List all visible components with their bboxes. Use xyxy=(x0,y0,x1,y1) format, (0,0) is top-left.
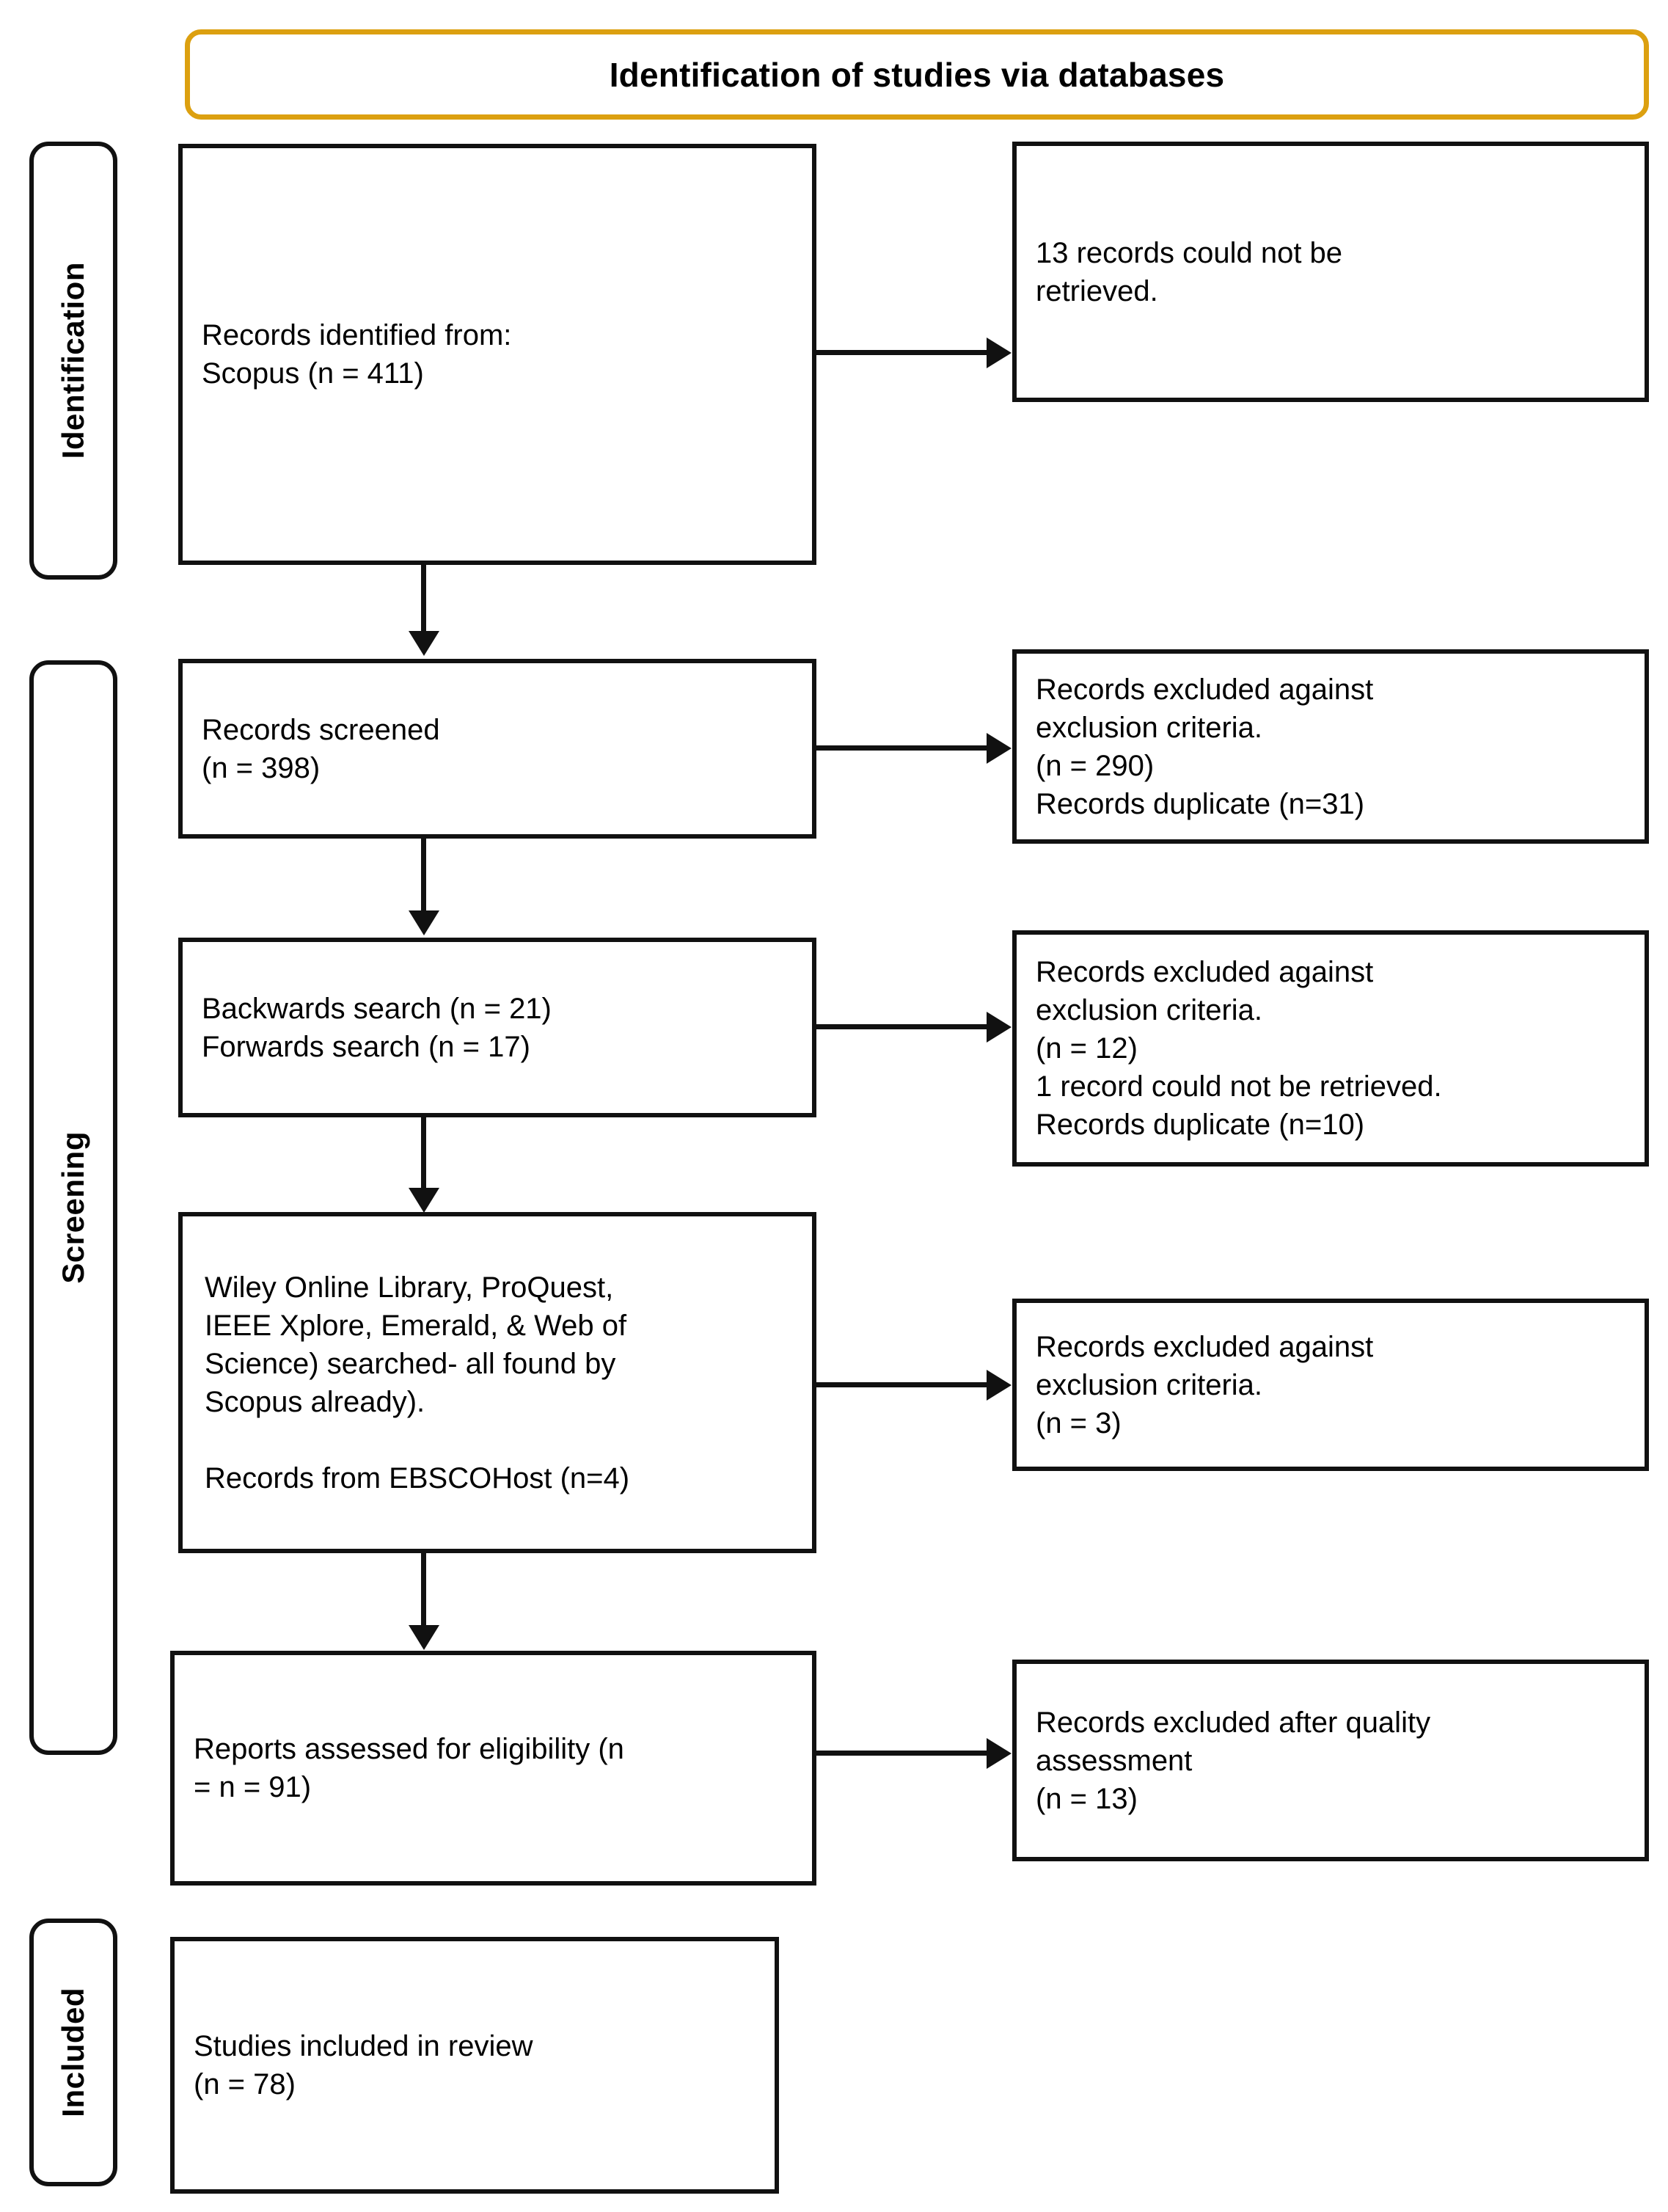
arrowhead-reports-to-quality xyxy=(987,1738,1012,1769)
box-records-identified: Records identified from: Scopus (n = 411… xyxy=(178,144,816,565)
arrowhead-other-to-excluded xyxy=(987,1370,1012,1401)
connector-line-citation-to-other xyxy=(421,1117,426,1189)
box-quality-excluded: Records excluded after quality assessmen… xyxy=(1012,1660,1649,1861)
page-title: Identification of studies via databases xyxy=(609,55,1225,94)
box-other-excluded-text: Records excluded against exclusion crite… xyxy=(1036,1330,1374,1439)
arrowhead-identified-to-notretrieved xyxy=(987,337,1012,368)
box-citation-search-text: Backwards search (n = 21) Forwards searc… xyxy=(202,992,552,1063)
connector-line-identified-to-screened xyxy=(421,565,426,632)
connector-line-screened-to-citation xyxy=(421,839,426,912)
phase-bar-screening: Screening xyxy=(29,660,117,1755)
arrowhead-other-to-reports xyxy=(409,1625,439,1650)
box-citation-excluded: Records excluded against exclusion crite… xyxy=(1012,930,1649,1167)
box-screened-excluded: Records excluded against exclusion crite… xyxy=(1012,649,1649,844)
box-quality-excluded-text: Records excluded after quality assessmen… xyxy=(1036,1706,1431,1815)
box-records-identified-text: Records identified from: Scopus (n = 411… xyxy=(202,319,512,390)
box-reports-assessed-text: Reports assessed for eligibility (n = n … xyxy=(194,1733,624,1803)
diagram-header-banner: Identification of studies via databases xyxy=(185,29,1649,120)
box-records-screened: Records screened (n = 398) xyxy=(178,659,816,839)
box-records-not-retrieved: 13 records could not be retrieved. xyxy=(1012,142,1649,402)
box-citation-search: Backwards search (n = 21) Forwards searc… xyxy=(178,938,816,1117)
box-other-databases-text: Wiley Online Library, ProQuest, IEEE Xpl… xyxy=(205,1271,630,1494)
box-records-not-retrieved-text: 13 records could not be retrieved. xyxy=(1036,236,1343,307)
box-screened-excluded-text: Records excluded against exclusion crite… xyxy=(1036,673,1374,820)
arrowhead-citation-to-excluded xyxy=(987,1012,1012,1043)
connector-line-screened-to-excluded xyxy=(816,745,990,751)
connector-line-identified-to-notretrieved xyxy=(816,350,990,355)
phase-label-included: Included xyxy=(56,1987,90,2117)
arrowhead-screened-to-excluded xyxy=(987,733,1012,764)
connector-line-other-to-reports xyxy=(421,1553,426,1627)
phase-label-identification: Identification xyxy=(56,262,90,459)
arrowhead-screened-to-citation xyxy=(409,910,439,935)
box-records-screened-text: Records screened (n = 398) xyxy=(202,713,440,784)
phase-bar-included: Included xyxy=(29,1919,117,2186)
connector-line-citation-to-excluded xyxy=(816,1024,990,1029)
phase-label-screening: Screening xyxy=(56,1131,90,1284)
box-citation-excluded-text: Records excluded against exclusion crite… xyxy=(1036,956,1442,1141)
connector-line-other-to-excluded xyxy=(816,1382,990,1387)
box-studies-included-text: Studies included in review (n = 78) xyxy=(194,2030,533,2100)
phase-bar-identification: Identification xyxy=(29,142,117,580)
arrowhead-citation-to-other xyxy=(409,1188,439,1213)
arrowhead-identified-to-screened xyxy=(409,631,439,656)
box-other-databases: Wiley Online Library, ProQuest, IEEE Xpl… xyxy=(178,1212,816,1553)
box-other-excluded: Records excluded against exclusion crite… xyxy=(1012,1299,1649,1471)
box-studies-included: Studies included in review (n = 78) xyxy=(170,1937,779,2194)
box-reports-assessed: Reports assessed for eligibility (n = n … xyxy=(170,1651,816,1886)
connector-line-reports-to-quality xyxy=(816,1751,990,1756)
